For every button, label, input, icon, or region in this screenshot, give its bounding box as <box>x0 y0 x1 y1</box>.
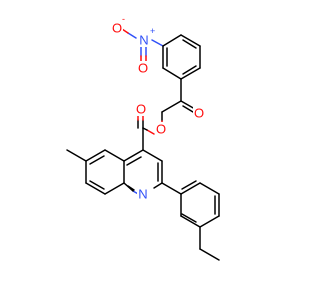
bond-p-5 <box>180 215 201 228</box>
bond-q-aryl <box>161 182 182 195</box>
atom-o-nitro-minus: O - <box>111 14 125 36</box>
bond-ketone-co-1 <box>180 100 196 110</box>
atom-o-ketone: O <box>193 106 205 121</box>
bond-q-3 <box>153 182 163 189</box>
chemical-structure: N + O - O O O O N <box>66 14 220 261</box>
atom-o-ester-carbonyl: O <box>135 102 147 117</box>
bond-ketone-co-2 <box>182 105 194 113</box>
bond-p-1 <box>180 182 201 195</box>
atom-n-nitro-charge: + <box>150 26 155 36</box>
bond-p-5-inner <box>181 213 197 223</box>
bond-ring-a-1 <box>162 34 182 47</box>
atom-o-nitro-double: O <box>137 61 149 76</box>
atom-o-ester-ether: O <box>155 122 167 137</box>
bond-methyl <box>66 149 87 162</box>
bond-b-4-inner <box>89 180 105 190</box>
atom-o-nitro-minus-charge: - <box>122 14 125 24</box>
bond-q-6 <box>123 149 144 162</box>
bond-q-4-inner <box>127 185 135 191</box>
atom-o-nitro-double-symbol: O <box>138 61 148 76</box>
atom-o-ester-carbonyl-symbol: O <box>136 102 146 117</box>
bond-skeleton <box>66 28 220 261</box>
atom-n-nitro: N + <box>138 26 155 48</box>
bond-b-4 <box>85 182 106 195</box>
bond-ring-a-inner-1 <box>182 39 197 49</box>
bond-p-1-inner <box>181 180 197 190</box>
atom-o-nitro-minus-symbol: O <box>112 21 122 36</box>
bond-ring-a-inner-2 <box>182 65 197 75</box>
atom-n-quinoline-symbol: N <box>138 187 147 202</box>
atom-labels: N + O - O O O O N <box>111 14 205 202</box>
bond-q-1 <box>142 149 163 162</box>
bond-ester-o-c-red <box>146 129 155 135</box>
bond-ethyl-2 <box>199 248 220 261</box>
bond-ketone-ch2 <box>161 100 182 113</box>
atom-o-ester-ether-symbol: O <box>156 122 166 137</box>
bond-b-2 <box>85 149 106 162</box>
atom-n-quinoline: N <box>137 187 149 202</box>
bond-b-2-inner <box>89 155 105 165</box>
bond-ring-a-2 <box>180 34 201 47</box>
atom-n-nitro-symbol: N <box>139 33 148 48</box>
bond-p-2 <box>199 182 220 195</box>
bond-q-6-inner <box>126 156 142 166</box>
bond-b-5 <box>104 182 125 195</box>
bond-p-4 <box>199 215 220 228</box>
atom-o-ketone-symbol: O <box>194 106 204 121</box>
bond-ring-a-5 <box>162 67 182 80</box>
bond-b-1 <box>104 149 125 162</box>
bond-n-c <box>151 39 164 47</box>
bond-ring-a-4 <box>180 67 201 80</box>
bond-n-o-minus <box>127 32 137 39</box>
